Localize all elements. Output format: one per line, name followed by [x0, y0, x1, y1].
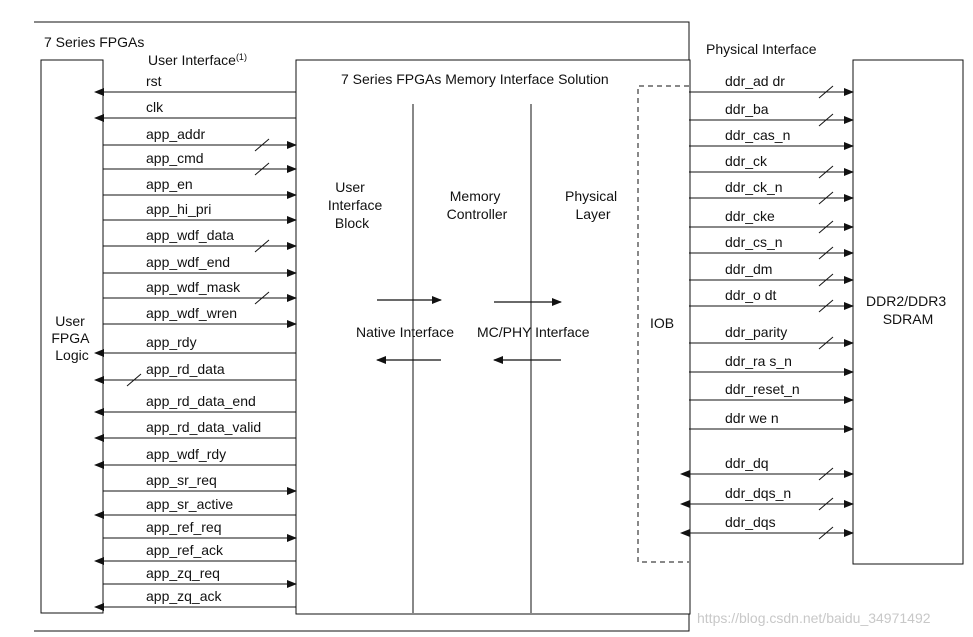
outer-title: 7 Series FPGAs [44, 34, 144, 50]
signal-ddr-dqs-label: ddr_dqs [725, 514, 776, 530]
signal-ddr-dm-label: ddr_dm [725, 261, 772, 277]
signal-app-en-label: app_en [146, 176, 193, 192]
signal-ddr-cke-label: ddr_cke [725, 208, 775, 224]
memory-interface-solution-box [295, 59, 691, 615]
signal-app-rd-data-end-label: app_rd_data_end [146, 393, 256, 409]
signal-app-wdf-mask-bus-slash [254, 291, 270, 305]
signal-app-hi-pri-label: app_hi_pri [146, 201, 211, 217]
signal-app-rd-data-label: app_rd_data [146, 361, 225, 377]
signal-ddr-o-dt-bus-slash [818, 299, 834, 313]
signal-ddr-parity-label: ddr_parity [725, 324, 787, 340]
signal-ddr-ad-dr-bus-slash [818, 85, 834, 99]
signal-ddr-ck-label: ddr_ck [725, 153, 768, 169]
watermark: https://blog.csdn.net/baidu_34971492 [697, 610, 931, 626]
user-fpga-logic-label: User FPGA Logic [51, 313, 92, 363]
signal-app-cmd-label: app_cmd [146, 150, 204, 166]
signal-ddr-dq-bus-slash [818, 467, 834, 481]
signal-app-zq-req-label: app_zq_req [146, 565, 220, 581]
signal-ddr-parity-bus-slash [818, 336, 834, 350]
signal-ddr-ck-n-label: ddr_ck_n [725, 179, 783, 195]
sdram-label: DDR2/DDR3 SDRAM [866, 293, 950, 327]
signal-ddr-ba-label: ddr_ba [725, 101, 769, 117]
signal-app-addr-label: app_addr [146, 126, 206, 142]
signal-ddr-ra-s-n-label: ddr_ra s_n [725, 353, 792, 369]
signal-ddr-dm-bus-slash [818, 273, 834, 287]
signal-app-zq-ack-label: app_zq_ack [146, 588, 223, 604]
memory-controller-label: Memory Controller [447, 188, 508, 222]
signal-ddr-reset-n-label: ddr_reset_n [725, 381, 800, 397]
iob-label: IOB [650, 315, 674, 331]
signal-ddr-we-n-label: ddr we n [725, 410, 779, 426]
signal-ddr-cas-n-label: ddr_cas_n [725, 127, 790, 143]
user-interface-signals: rst clk app_addr app_cmd app_en app_hi_priapp… [94, 73, 297, 611]
signal-app-ref-req-label: app_ref_req [146, 519, 222, 535]
signal-ddr-cs-n-label: ddr_cs_n [725, 234, 783, 250]
signal-clk-label: clk [146, 99, 164, 115]
signal-app-wdf-rdy-label: app_wdf_rdy [146, 446, 226, 462]
signal-app-rd-data-valid-label: app_rd_data_valid [146, 419, 261, 435]
signal-ddr-cke-bus-slash [818, 220, 834, 234]
signal-app-wdf-wren-label: app_wdf_wren [146, 305, 237, 321]
sdram-box [852, 59, 964, 565]
user-interface-label: User Interface(1) [148, 52, 247, 68]
signal-app-wdf-data-bus-slash [254, 239, 270, 253]
signal-rst-label: rst [146, 73, 162, 89]
physical-layer-label: Physical Layer [565, 188, 621, 222]
signal-ddr-dq-label: ddr_dq [725, 455, 769, 471]
signal-app-rd-data-bus-slash [126, 373, 142, 387]
signal-ddr-o-dt-label: ddr_o dt [725, 287, 776, 303]
native-interface-label: Native Interface [356, 324, 454, 340]
signal-ddr-ad-dr-label: ddr_ad dr [725, 73, 785, 89]
signal-app-wdf-data-label: app_wdf_data [146, 227, 234, 243]
signal-app-ref-ack-label: app_ref_ack [146, 542, 224, 558]
signal-app-sr-req-label: app_sr_req [146, 472, 217, 488]
signal-ddr-dqs-bus-slash [818, 526, 834, 540]
signal-ddr-dqs-n-label: ddr_dqs_n [725, 485, 791, 501]
signal-app-cmd-bus-slash [254, 162, 270, 176]
signal-ddr-ba-bus-slash [818, 113, 834, 127]
user-fpga-logic-box [40, 59, 104, 614]
signal-ddr-cs-n-bus-slash [818, 246, 834, 260]
physical-interface-signals: ddr_ad dr ddr_ba ddr_cas_n ddr_ck ddr_ck_ndd… [680, 73, 854, 540]
signal-app-wdf-mask-label: app_wdf_mask [146, 279, 241, 295]
iob-box [637, 85, 689, 563]
signal-app-addr-bus-slash [254, 138, 270, 152]
signal-ddr-ck-n-bus-slash [818, 191, 834, 205]
signal-app-rdy-label: app_rdy [146, 334, 197, 350]
signal-ddr-ck-bus-slash [818, 165, 834, 179]
ui-block-label: User Interface Block [328, 179, 386, 231]
mcphy-interface-label: MC/PHY Interface [477, 324, 590, 340]
solution-title: 7 Series FPGAs Memory Interface Solution [341, 71, 609, 87]
signal-app-sr-active-label: app_sr_active [146, 496, 233, 512]
physical-interface-label: Physical Interface [706, 41, 817, 57]
signal-ddr-dqs-n-bus-slash [818, 497, 834, 511]
signal-app-wdf-end-label: app_wdf_end [146, 254, 230, 270]
